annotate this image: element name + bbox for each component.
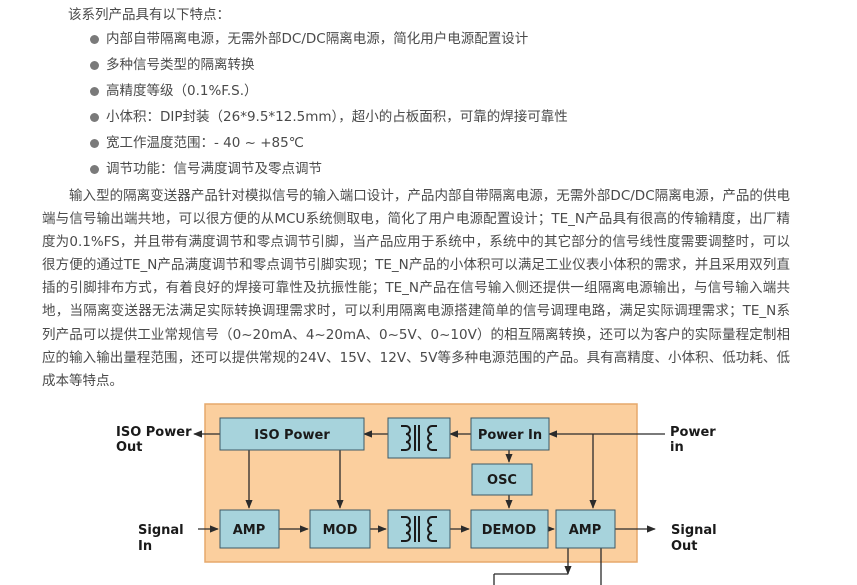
bullet-icon: [90, 61, 99, 70]
feature-item: 调节功能：信号满度调节及零点调节: [90, 160, 568, 186]
block-label: Power In: [478, 428, 542, 443]
block-label: AMP: [569, 523, 602, 538]
feature-item: 小体积：DIP封装（26*9.5*12.5mm），超小的占板面积，可靠的焊接可靠…: [90, 108, 568, 134]
feature-text: 小体积：DIP封装（26*9.5*12.5mm），超小的占板面积，可靠的焊接可靠…: [106, 109, 568, 125]
signal-in-label: Signal: [138, 523, 184, 538]
feature-text: 调节功能：信号满度调节及零点调节: [106, 161, 322, 177]
block-label: DEMOD: [482, 523, 537, 538]
power-in-label-line2: in: [670, 440, 684, 455]
feature-list: 内部自带隔离电源，无需外部DC/DC隔离电源，简化用户电源配置设计 多种信号类型…: [90, 30, 568, 186]
feature-item: 多种信号类型的隔离转换: [90, 56, 568, 82]
bullet-icon: [90, 35, 99, 44]
osc-block: OSC: [471, 463, 533, 496]
feature-text: 内部自带隔离电源，无需外部DC/DC隔离电源，简化用户电源配置设计: [106, 31, 529, 47]
signal-in-label-line2: In: [138, 539, 152, 554]
amp-input-block: AMP: [219, 509, 280, 549]
power-in-label: Power: [670, 425, 716, 440]
signal-wires: [193, 430, 665, 585]
description-paragraph: 输入型的隔离变送器产品针对模拟信号的输入端口设计，产品内部自带隔离电源，无需外部…: [42, 188, 790, 389]
feature-text: 多种信号类型的隔离转换: [106, 57, 255, 73]
iso-power-block: ISO Power: [219, 417, 365, 451]
bullet-icon: [90, 113, 99, 122]
block-label: AMP: [233, 523, 266, 538]
feature-text: 高精度等级（0.1%F.S.）: [106, 83, 258, 99]
transformer-block-top: [387, 417, 451, 459]
feature-item: 内部自带隔离电源，无需外部DC/DC隔离电源，简化用户电源配置设计: [90, 30, 568, 56]
iso-power-out-label-line2: Out: [116, 440, 143, 455]
transformer-block-bottom: [387, 509, 451, 549]
block-diagram: ISO Power Power In OSC AMP MOD: [116, 403, 717, 585]
iso-power-out-label: ISO Power: [116, 425, 192, 440]
feature-text: 宽工作温度范围：- 40 ~ +85℃: [106, 135, 304, 151]
demod-block: DEMOD: [470, 509, 549, 549]
feature-item: 宽工作温度范围：- 40 ~ +85℃: [90, 134, 568, 160]
signal-out-label-line2: Out: [671, 539, 698, 554]
transformer-icon: [401, 425, 437, 451]
power-in-block: Power In: [470, 417, 550, 451]
bullet-icon: [90, 87, 99, 96]
block-label: OSC: [487, 473, 517, 488]
signal-out-label: Signal: [671, 523, 717, 538]
transformer-icon: [401, 516, 437, 542]
features-intro: 该系列产品具有以下特点：: [68, 7, 230, 23]
amp-output-block: AMP: [555, 509, 616, 549]
block-label: ISO Power: [254, 428, 330, 443]
feature-item: 高精度等级（0.1%F.S.）: [90, 82, 568, 108]
mod-block: MOD: [309, 509, 371, 549]
bullet-icon: [90, 139, 99, 148]
block-label: MOD: [323, 523, 358, 538]
bullet-icon: [90, 165, 99, 174]
